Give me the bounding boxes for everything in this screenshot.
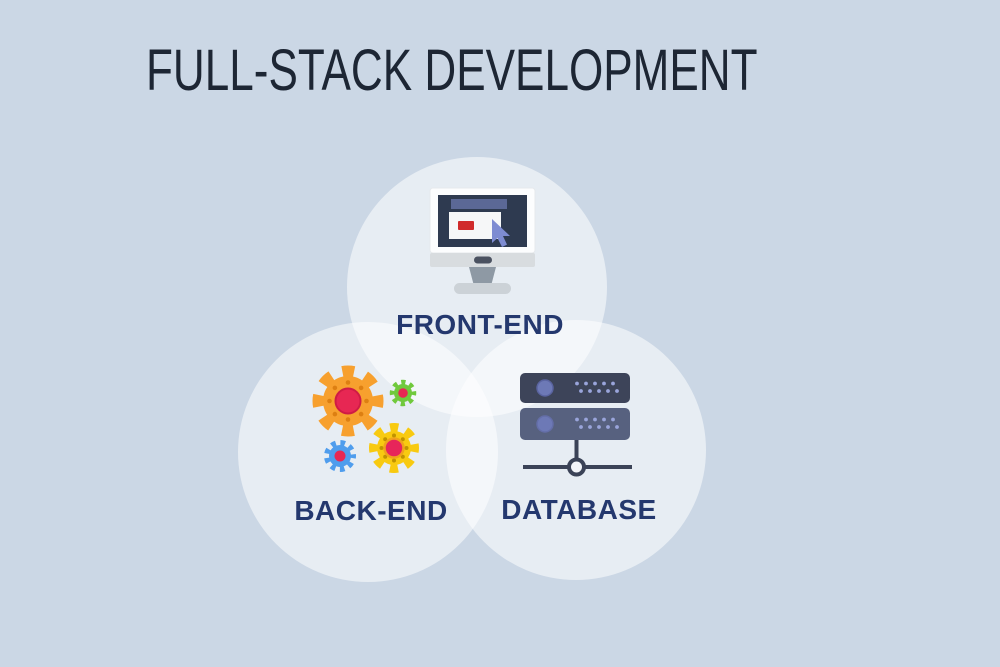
label-database: DATABASE: [501, 494, 657, 525]
monitor-browser-cursor-icon: [429, 187, 536, 294]
server-stack-network-icon: [520, 373, 632, 477]
label-back-end: BACK-END: [294, 495, 448, 526]
gear-yellow: [369, 423, 419, 473]
label-front-end: FRONT-END: [396, 309, 564, 340]
gears-icon: [312, 365, 419, 473]
server-dots-bottom: [575, 417, 619, 429]
page-title: FULL-STACK DEVELOPMENT: [146, 38, 758, 103]
server-dots-top: [575, 381, 619, 393]
gear-orange: [312, 365, 384, 437]
gear-green: [389, 379, 417, 407]
gear-blue: [324, 440, 356, 472]
